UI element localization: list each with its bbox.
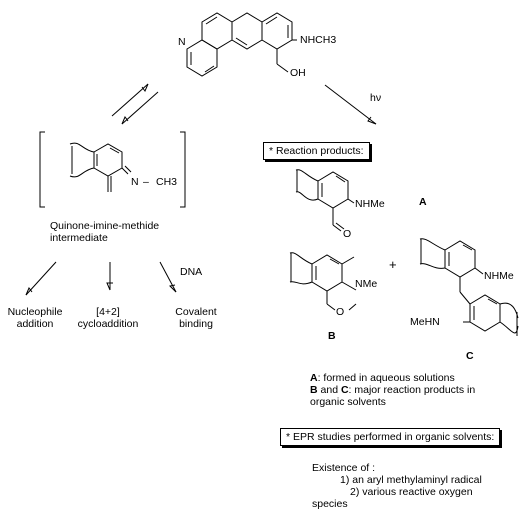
note-a: A: formed in aqueous solutions	[310, 372, 455, 384]
intermediate-structure	[39, 131, 186, 208]
product-c-label: C	[466, 350, 474, 362]
intermediate-caption-line2: intermediate	[50, 232, 108, 244]
starting-compound-structure	[186, 12, 297, 77]
product-c-structure	[419, 238, 519, 336]
product-a-structure	[295, 169, 355, 232]
note-bc-cont: organic solvents	[310, 396, 386, 408]
product-a-o-label: O	[343, 228, 352, 240]
n-imine-label: N	[131, 176, 139, 188]
intermediate-dash: –	[143, 176, 149, 188]
reaction-products-box: * Reaction products:	[263, 142, 370, 160]
oh-label: OH	[290, 67, 306, 79]
product-a-label: A	[419, 196, 427, 208]
n-ring-label: N	[178, 36, 186, 48]
note-bc: B and C: major reaction products in	[310, 384, 476, 396]
equilibrium-arrows	[111, 83, 159, 125]
hv-arrow	[324, 84, 377, 125]
product-b-structure	[289, 252, 357, 311]
cycloaddition-label: [4+2]cycloaddition	[77, 306, 139, 330]
epr-item-1: 1) an aryl methylaminyl radical	[340, 474, 482, 486]
product-notes: A: formed in aqueous solutions B and C: …	[310, 372, 475, 408]
epr-item-2: 2) various reactive oxygen	[350, 486, 473, 498]
product-b-label: B	[328, 330, 336, 342]
dna-label: DNA	[180, 266, 203, 278]
ch3-label: CH3	[156, 176, 178, 188]
product-b-o-label: O	[336, 306, 345, 318]
existence-label: Existence of :	[312, 462, 376, 474]
product-b-nme-label: NMe	[355, 278, 378, 290]
nhch3-label: NHCH3	[300, 34, 337, 46]
epr-item-2-cont: species	[312, 498, 348, 510]
product-a-nhme-label: NHMe	[355, 198, 385, 210]
intermediate-caption-line1: Quinone-imine-methide	[50, 220, 160, 232]
plus-sign: +	[389, 257, 397, 272]
epr-studies-box: * EPR studies performed in organic solve…	[280, 428, 501, 446]
product-c-nhme-label: NHMe	[484, 270, 514, 282]
hv-label: hν	[370, 92, 382, 104]
epr-findings: Existence of : 1) an aryl methylaminyl r…	[312, 462, 482, 510]
pathway-arrows	[25, 261, 177, 296]
product-c-mehn-label: MeHN	[410, 316, 440, 328]
